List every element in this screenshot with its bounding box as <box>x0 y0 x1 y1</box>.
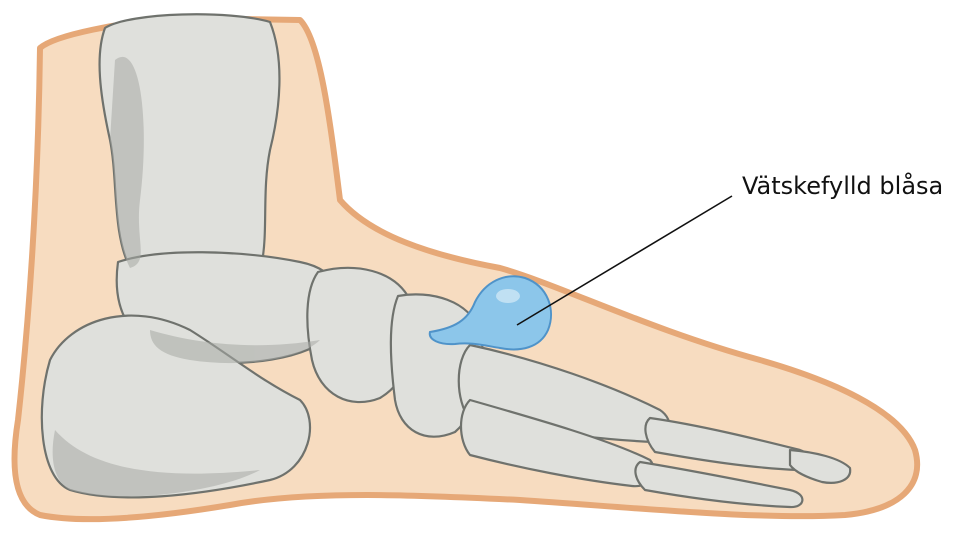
cyst-label: Vätskefylld blåsa <box>742 174 943 198</box>
